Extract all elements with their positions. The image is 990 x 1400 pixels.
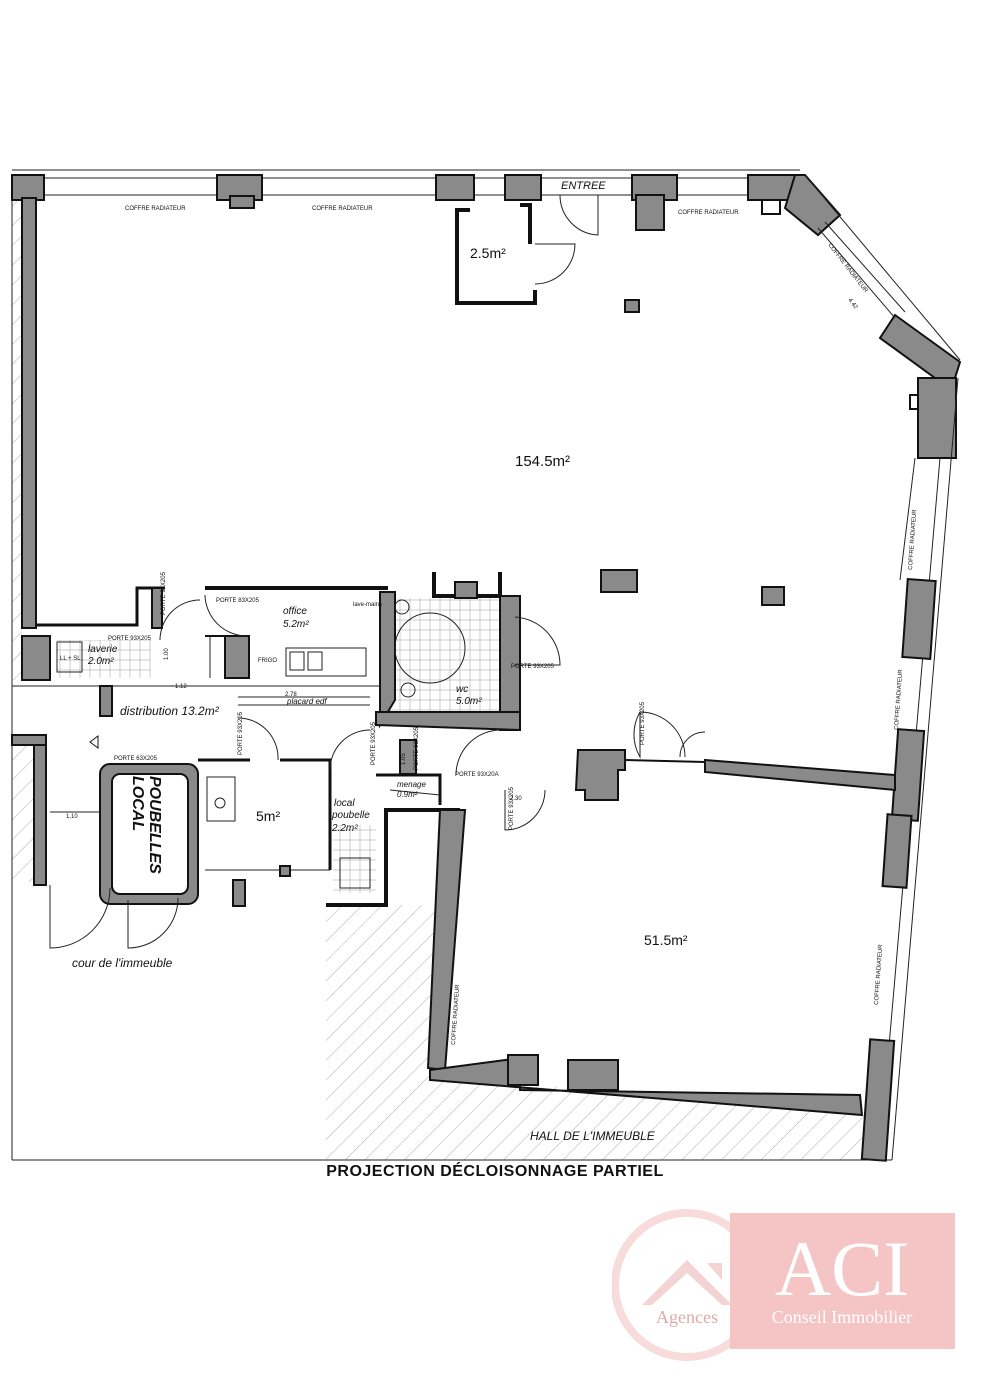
ll-sl-label: LL + SL	[60, 656, 81, 662]
door-label: PORTE 93X205	[640, 701, 646, 745]
right-diagonal-wall	[761, 174, 962, 459]
pillar	[600, 569, 638, 593]
wc-name: wc	[456, 684, 468, 695]
door-arc	[159, 599, 201, 641]
storage-room: 5m² PORTE 93X205	[198, 711, 332, 907]
local-poubelle-area: 2.2m²	[331, 823, 358, 834]
coffre-radiateur-label: COFFRE RADIATEUR	[451, 984, 461, 1045]
distribution-label: distribution 13.2m²	[120, 704, 220, 718]
logo-brand: ACI	[775, 1225, 909, 1312]
door-label: PORTE 93X205	[509, 786, 515, 830]
logo-line1: Agences	[656, 1307, 718, 1327]
menage-room: menage 0.9m² 1.05 PORTE 93X205	[376, 726, 442, 805]
main-room-area: 154.5m²	[515, 453, 570, 470]
door-arc	[639, 711, 686, 758]
coffre-radiateur-label: COFFRE RADIATEUR	[678, 210, 739, 216]
wc-room: wc 5.0m² PORTE 93X205	[375, 572, 561, 732]
door-arc	[127, 897, 179, 949]
menage-area: 0.9m²	[397, 790, 418, 799]
dimension-label: 1.12	[175, 684, 187, 690]
local-poubelles-line1: LOCAL	[129, 776, 146, 831]
local-poubelles-line2: POUBELLES	[146, 776, 163, 874]
coffre-radiateur-label: COFFRE RADIATEUR	[125, 206, 186, 212]
placard-label: placard edf	[286, 697, 327, 706]
door-arc	[633, 711, 641, 759]
door-label: PORTE 93X205	[414, 726, 420, 770]
local-poubelle-room: local poubelle 2.2m² PORTE 93X205	[326, 721, 460, 907]
dimension-label: 4.42	[846, 298, 858, 311]
left-hatch	[12, 742, 34, 882]
house-icon	[642, 1260, 732, 1305]
door-label: PORTE 93X205	[238, 711, 244, 755]
coffre-radiateur-label: COFFRE RADIATEUR	[908, 509, 918, 570]
coffre-radiateur-label: COFFRE RADIATEUR	[874, 944, 884, 1005]
coffre-radiateur-label: COFFRE RADIATEUR	[312, 206, 373, 212]
door-arc	[679, 731, 706, 758]
door-label: PORTE 83X205	[216, 598, 260, 604]
door-arc	[455, 729, 501, 776]
right-wall	[860, 377, 959, 1162]
coffre-radiateur-label: COFFRE RADIATEUR	[826, 243, 868, 295]
plan-title: PROJECTION DÉCLOISONNAGE PARTIEL	[326, 1163, 664, 1180]
office-name: office	[283, 606, 307, 617]
pillar	[624, 299, 640, 313]
coffre-radiateur-label: COFFRE RADIATEUR	[894, 669, 904, 730]
door-label: PORTE 93X205	[108, 636, 152, 642]
dimension-label: 2.78	[285, 692, 297, 698]
office-area: 5.2m²	[283, 619, 309, 630]
logo-line2: Conseil Immobilier	[772, 1307, 912, 1327]
small-room: 2.5m²	[455, 194, 599, 305]
left-strip-hatch	[12, 200, 22, 680]
office-room: office 5.2m² FRIGO lave-mains PORTE 83X2…	[36, 586, 388, 679]
left-wall	[11, 197, 51, 1160]
dimension-label: 2.30	[510, 796, 522, 802]
pillar	[761, 586, 785, 606]
door-label: PORTE 93X205	[161, 571, 167, 615]
dimension-label: 1.00	[164, 648, 170, 660]
door-label: PORTE 93X20A	[455, 772, 499, 778]
dimension-label: 1.10	[66, 814, 78, 820]
frigo-label: FRIGO	[258, 658, 277, 664]
distribution-zone: 2.78 placard edf 1.12 distribution 13.2m…	[12, 684, 380, 718]
top-wall	[11, 169, 804, 231]
hall-label: HALL DE L'IMMEUBLE	[530, 1129, 656, 1143]
menage-name: menage	[397, 780, 426, 789]
laverie-room: LL + SL laverie 2.0m² PORTE 93X205	[56, 636, 152, 678]
laverie-name: laverie	[88, 644, 118, 655]
local-poubelles: LOCAL POUBELLES PORTE 63X205	[99, 756, 199, 905]
laverie-area: 2.0m²	[87, 656, 114, 667]
wc-area: 5.0m²	[456, 696, 482, 707]
small-room-area: 2.5m²	[470, 245, 506, 261]
door-arc	[504, 789, 546, 831]
dimension-label: 1.05	[401, 753, 407, 765]
second-room-area: 51.5m²	[644, 932, 688, 948]
second-room: 51.5m² PORTE 93X205	[426, 701, 896, 1117]
lave-mains-label: lave-mains	[353, 602, 382, 608]
door-label: PORTE 93X205	[371, 721, 377, 765]
door-arc	[49, 885, 111, 949]
door-label: PORTE 93X205	[511, 664, 555, 670]
aci-logo: Agences ACI Conseil Immobilier	[612, 1209, 955, 1361]
door-label: PORTE 63X205	[114, 756, 158, 762]
local-poubelle-line2: poubelle	[331, 810, 370, 821]
local-poubelle-line1: local	[334, 798, 355, 809]
storage-room-area: 5m²	[256, 808, 280, 824]
entrance-label: ENTREE	[561, 180, 606, 192]
cour-label: cour de l'immeuble	[72, 956, 173, 970]
left-corridor: 1.10 cour de l'immeuble	[11, 734, 179, 970]
